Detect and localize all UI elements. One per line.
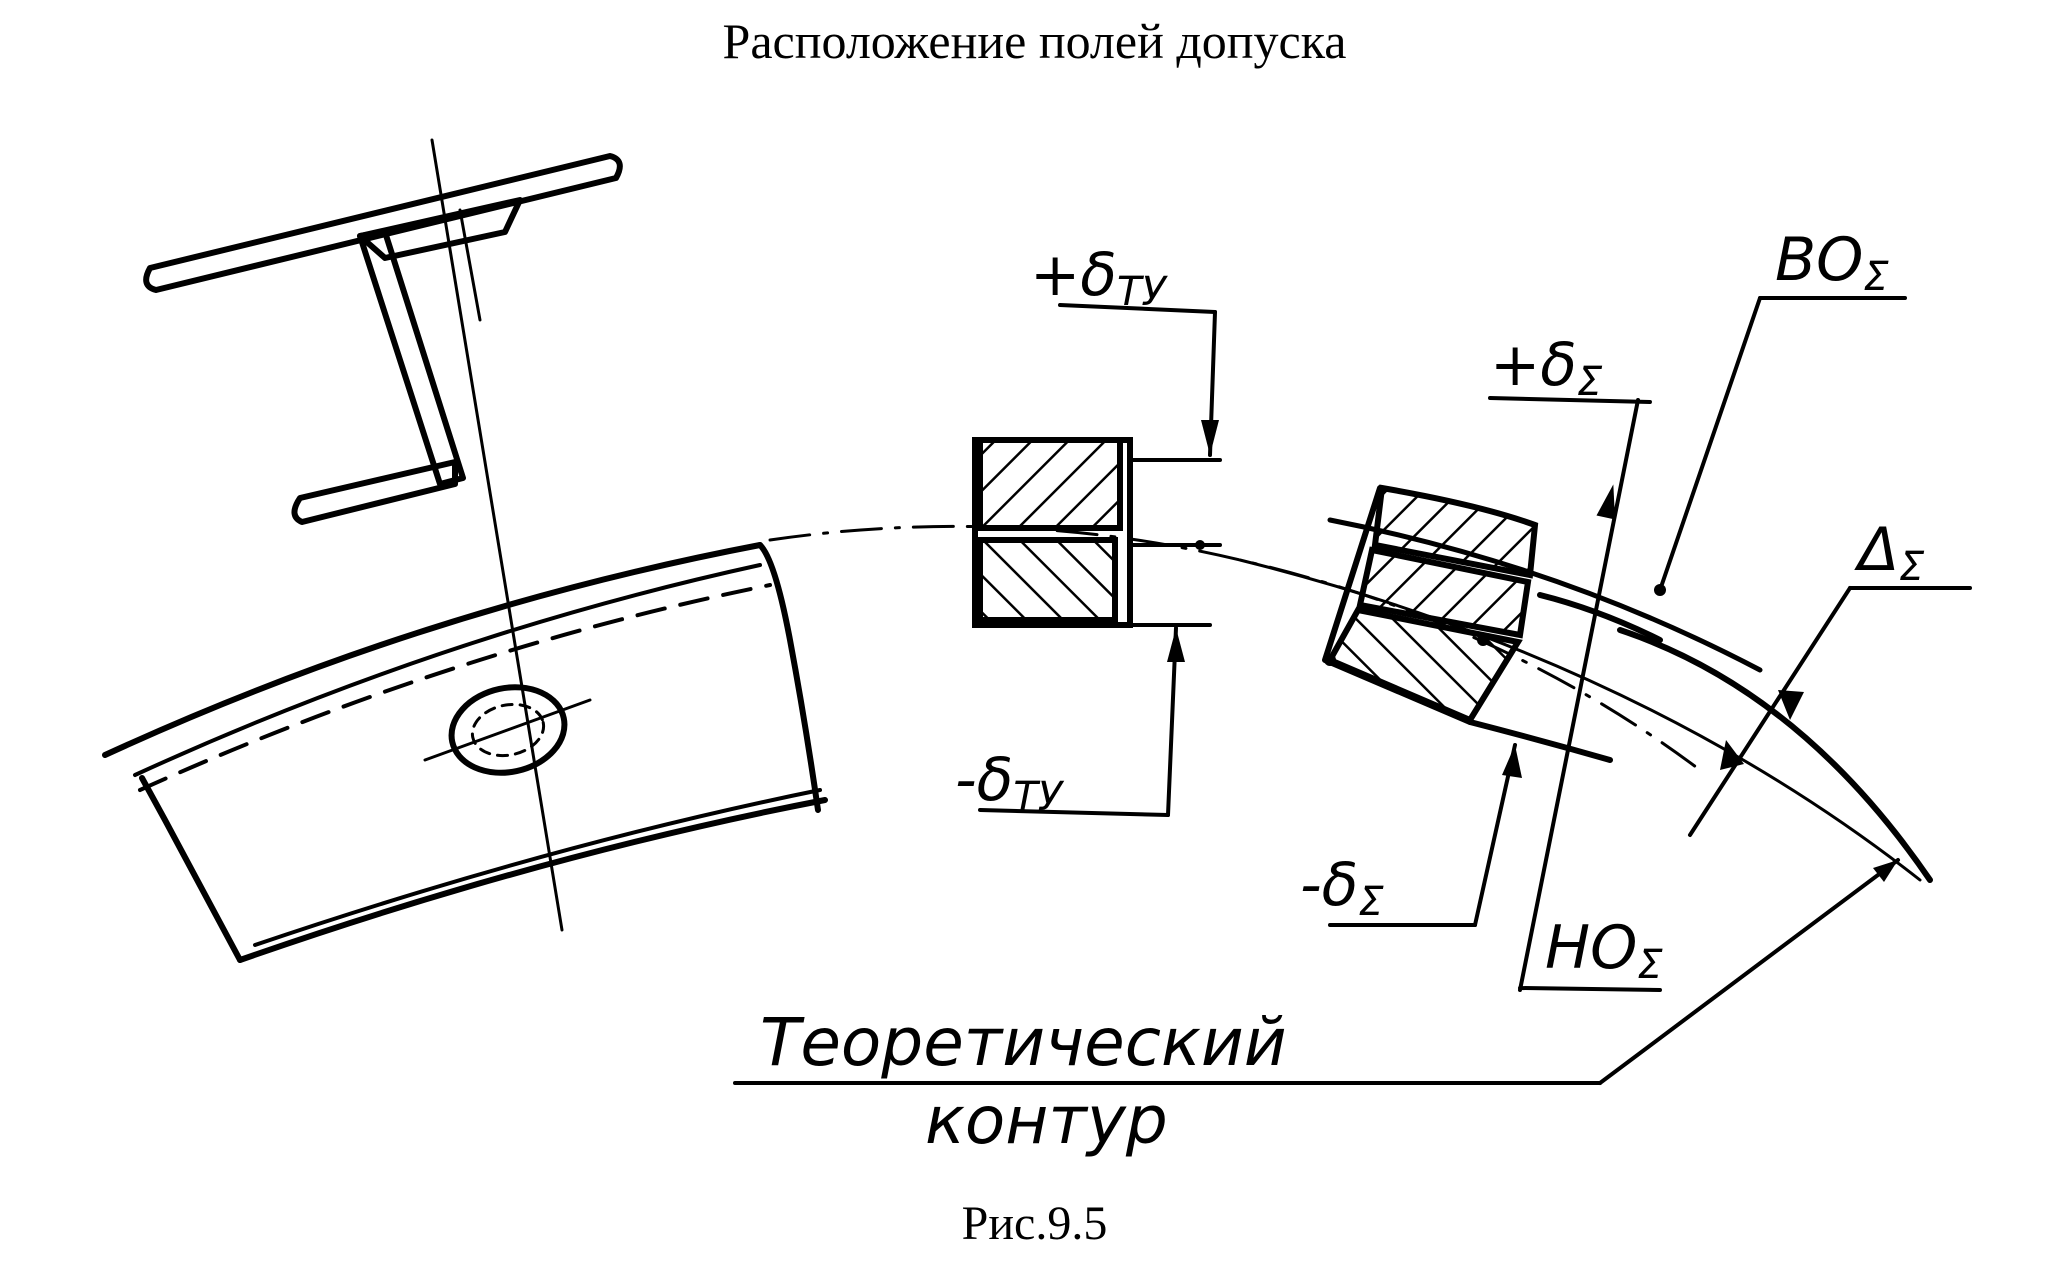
label-theoretical-contour-line2: контур [925,1082,1168,1159]
right-tolerance-block [1322,296,1972,992]
label-minus-delta-sigma: -δΣ [1300,850,1384,925]
label-delta-sigma: ΔΣ [1854,515,1925,590]
curved-frame-part [102,542,828,963]
theoretical-contour-arc-right [1238,558,1922,882]
middle-tolerance-block [972,303,1222,817]
label-theoretical-contour-line1: Теоретический [760,1004,1287,1081]
theoretical-contour-leader [733,858,1900,1085]
label-no-sigma: НОΣ [1545,913,1663,988]
label-plus-delta-tu: +δТУ [1030,240,1168,315]
z-profile-section [143,138,623,932]
label-vo-sigma: ВОΣ [1775,225,1889,300]
figure-caption: Рис.9.5 [961,1197,1108,1250]
theoretical-contour-arc [768,524,1702,772]
label-plus-delta-sigma: +δΣ [1490,330,1603,405]
label-minus-delta-tu: -δТУ [955,745,1065,820]
figure-title: Расположение полей допуска [722,13,1347,69]
